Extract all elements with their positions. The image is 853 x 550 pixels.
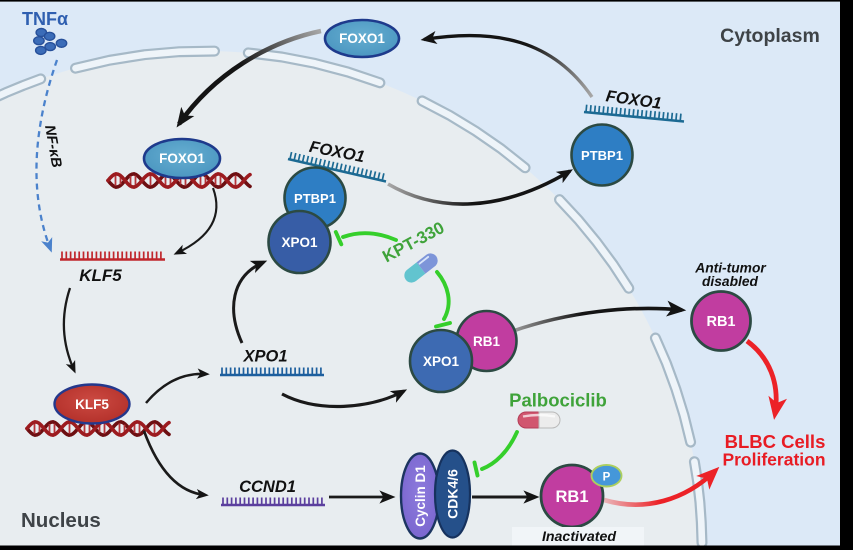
- svg-text:Nucleus: Nucleus: [21, 509, 101, 532]
- svg-text:XPO1: XPO1: [281, 235, 318, 250]
- svg-text:RB1: RB1: [706, 314, 735, 330]
- svg-text:RB1: RB1: [555, 488, 588, 506]
- svg-text:Proliferation: Proliferation: [722, 450, 825, 470]
- svg-text:BLBC Cells: BLBC Cells: [725, 431, 826, 452]
- svg-text:NF-κB: NF-κB: [41, 124, 64, 169]
- svg-text:Cytoplasm: Cytoplasm: [720, 25, 820, 47]
- svg-text:FOXO1: FOXO1: [339, 31, 385, 46]
- svg-text:Palbociclib: Palbociclib: [509, 390, 607, 411]
- svg-text:KLF5: KLF5: [75, 397, 109, 412]
- svg-text:disabled: disabled: [702, 274, 759, 289]
- svg-text:Cyclin D1: Cyclin D1: [413, 465, 428, 527]
- svg-text:KLF5: KLF5: [79, 266, 122, 285]
- svg-text:FOXO1: FOXO1: [159, 151, 205, 166]
- svg-text:CCND1: CCND1: [239, 478, 296, 496]
- svg-text:XPO1: XPO1: [423, 354, 460, 369]
- svg-text:PTBP1: PTBP1: [294, 191, 336, 206]
- svg-text:XPO1: XPO1: [242, 348, 287, 366]
- svg-text:Anti-tumor: Anti-tumor: [694, 261, 766, 276]
- svg-text:P: P: [603, 472, 611, 484]
- svg-text:TNFα: TNFα: [22, 9, 68, 29]
- svg-text:CDK4/6: CDK4/6: [445, 469, 461, 519]
- svg-text:RB1: RB1: [473, 334, 500, 349]
- svg-text:Inactivated: Inactivated: [542, 529, 616, 545]
- svg-text:PTBP1: PTBP1: [581, 148, 623, 163]
